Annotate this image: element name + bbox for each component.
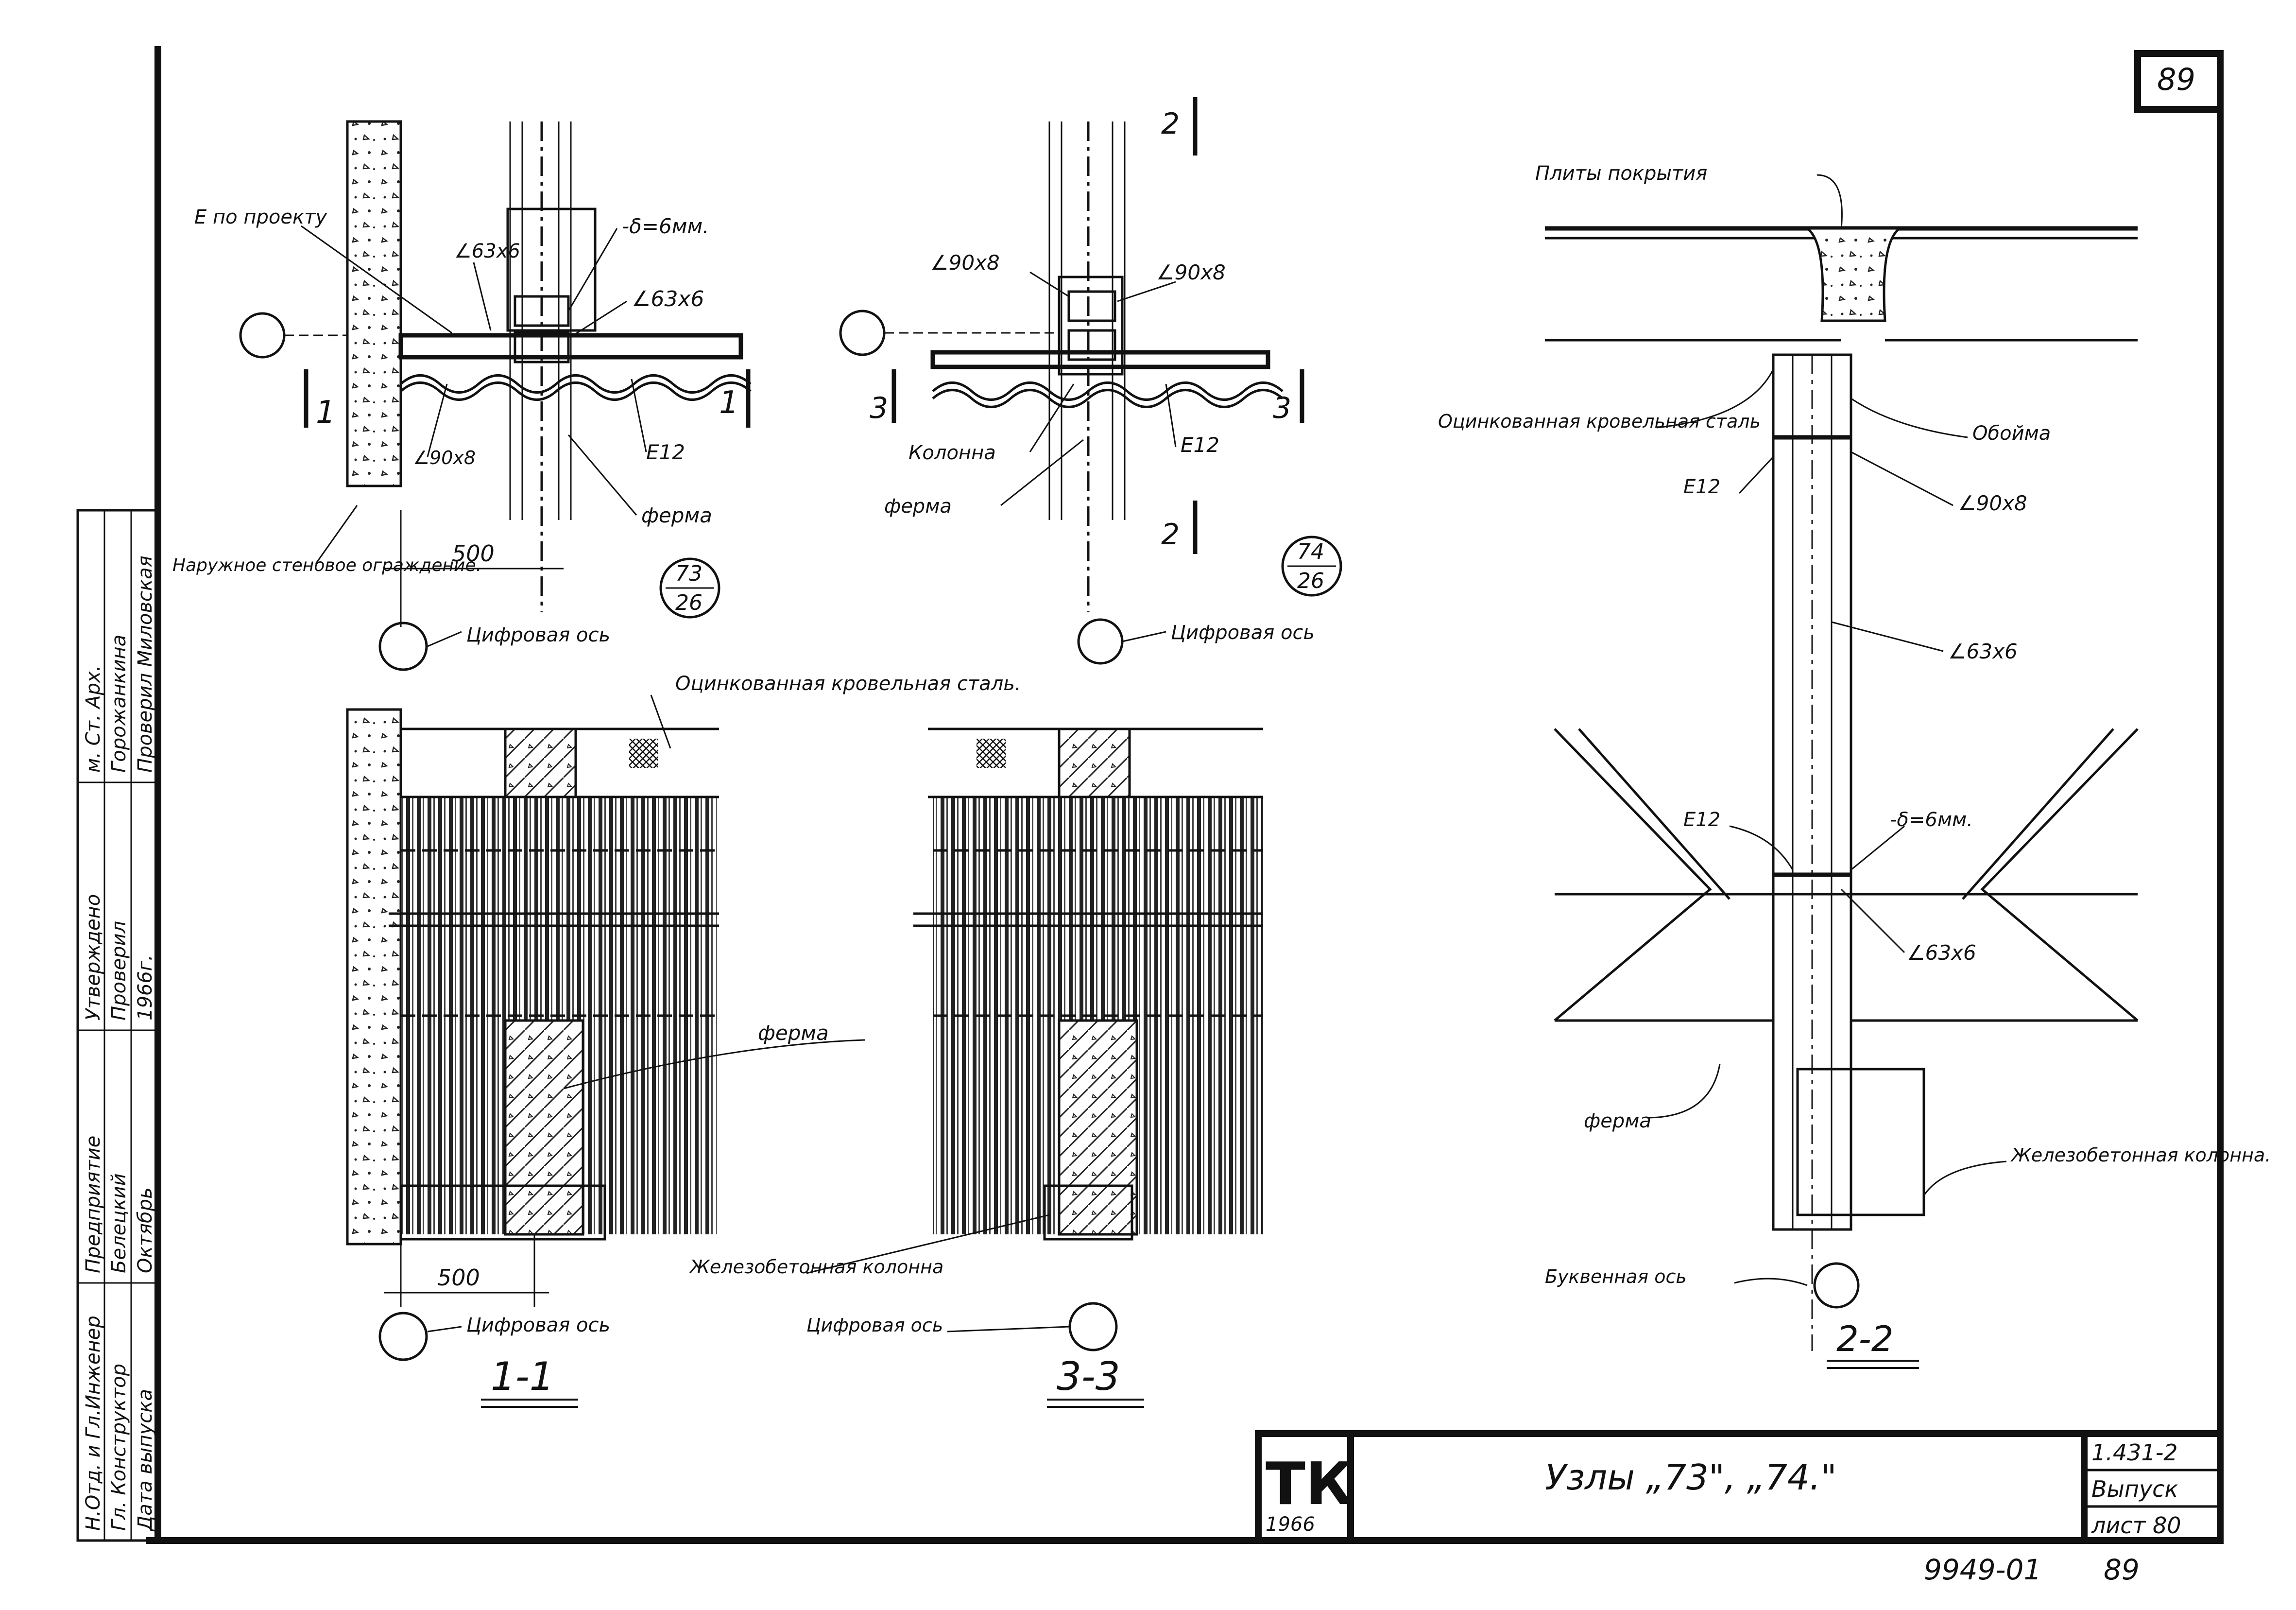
stamp-name-2: Белецкий [108, 1173, 130, 1273]
v33-title: 3-3 [1057, 1354, 1120, 1399]
column-top-3 [1058, 727, 1131, 798]
column-section [504, 1019, 584, 1236]
wall-section [346, 708, 402, 1246]
v11-dimension: 500 [437, 1264, 480, 1291]
v74-label-angle-right: ∠90х8 [1156, 260, 1226, 284]
v22-label-truss: ферма [1584, 1110, 1651, 1132]
v73-label-channel: Е12 [646, 440, 685, 464]
title-issue: Выпуск [2091, 1476, 2178, 1502]
view-1-1: 500 Цифровая ось 1-1 Оцинкованная кровел… [346, 673, 1021, 1408]
v74-node-number: 74 [1297, 539, 1324, 564]
stamp-sign-2: Проверил [108, 921, 130, 1021]
v74-label-angle-left: ∠90х8 [930, 251, 1000, 275]
title-sheet: лист 80 [2091, 1512, 2181, 1539]
v22-label-channel-mid: Е12 [1683, 809, 1720, 831]
v73-label-angle-b: ∠63х6 [632, 287, 704, 312]
v22-label-angle-b: ∠63х6 [1948, 640, 2018, 663]
v73-label-angle-c: ∠90х8 [413, 447, 476, 468]
v73-cut-right: 1 [719, 385, 739, 421]
v73-label-angle-a: ∠63х6 [454, 240, 520, 262]
v22-label-slabs: Плиты покрытия [1535, 162, 1707, 185]
v73-label-truss: ферма [641, 503, 712, 527]
v74-label-truss: ферма [884, 495, 952, 518]
column-top [504, 727, 577, 798]
v73-axis: Цифровая ось [466, 624, 610, 646]
v22-axis: Буквенная ось [1545, 1266, 1687, 1287]
v73-label-wall: Наружное стеновое ограждение. [172, 555, 481, 575]
stamp-role-1: Н.Отд. и Гл.Инженер [82, 1316, 104, 1531]
v74-label-column: Колонна [908, 442, 996, 464]
v22-label-rc-column: Железобетонная колонна. [2010, 1144, 2271, 1166]
stamp-number: 9949-01 [1924, 1553, 2041, 1586]
title-series: 1.431-2 [2091, 1439, 2178, 1466]
view-3-3: 3-3 Железобетонная колонна Цифровая ось [689, 727, 1263, 1408]
outer-wall [346, 120, 402, 487]
title-block: ТК 1966 Узлы „73", „74." 1.431-2 Выпуск … [1255, 1430, 2224, 1586]
v74-cut-left: 3 [870, 391, 888, 425]
v11-label-roof-steel: Оцинкованная кровельная сталь. [675, 673, 1021, 695]
side-stamp: Н.Отд. и Гл.Инженер Предприятие Утвержде… [76, 509, 159, 1542]
stamp-name-3: Октябрь [134, 1187, 156, 1273]
v73-cut-left: 1 [316, 395, 336, 431]
v33-label-rc-column: Железобетонная колонна [689, 1256, 943, 1278]
stamp-name-1: Предприятие [82, 1136, 104, 1273]
v74-cut-right: 3 [1273, 391, 1291, 425]
stamp-extra-1: м. Ст. Арх. [82, 665, 104, 773]
v22-label-angle-c: ∠63х6 [1907, 941, 1976, 965]
sheet-number-top: 89 [2157, 62, 2195, 97]
v33-axis: Цифровая ось [806, 1315, 943, 1336]
v73-node-number: 73 [675, 561, 703, 586]
v11-label-truss: ферма [758, 1021, 829, 1045]
stamp-sign-1: Утверждено [82, 894, 104, 1021]
v73-node-sheet: 26 [675, 590, 703, 615]
v22-label-cage: Обойма [1972, 422, 2051, 445]
view-2-2: 2-2 Плиты покрытия Оцинкованная кровельн… [1438, 162, 2271, 1369]
v74-node-sheet: 26 [1297, 569, 1324, 593]
stamp-extra-2: Горожанкина [108, 635, 130, 773]
v73-dimension: 500 [452, 540, 495, 567]
v74-cut-top: 2 [1161, 107, 1180, 141]
stamp-sign-3: 1966г. [134, 954, 156, 1021]
title-year: 1966 [1266, 1513, 1315, 1536]
stamp-extra-3: Проверил Миловская [134, 555, 156, 773]
v74-cut-bottom: 2 [1161, 518, 1180, 552]
stamp-page: 89 [2104, 1553, 2140, 1586]
view-73: 500 1 1 73 26 Е по проекту ∠63х6 -δ=6мм.… [172, 120, 752, 671]
v11-title: 1-1 [491, 1354, 554, 1399]
v22-label-roof-steel: Оцинкованная кровельная сталь [1438, 411, 1761, 432]
v22-label-channel-top: Е12 [1683, 476, 1720, 498]
stamp-role-2: Гл. Конструктор [108, 1364, 130, 1531]
v22-label-plate: -δ=6мм. [1890, 809, 1973, 831]
v22-title: 2-2 [1836, 1318, 1894, 1359]
view-74: 3 3 2 2 74 26 ∠90х8 ∠90х8 Колонна ферма … [839, 97, 1342, 665]
v74-label-channel: Е12 [1181, 433, 1219, 457]
stamp-role-3: Дата выпуска [134, 1389, 156, 1532]
column-section-3 [1058, 1019, 1138, 1236]
v74-axis: Цифровая ось [1171, 622, 1315, 644]
v73-label-channel-top: Е по проекту [194, 206, 327, 228]
v73-label-plate: -δ=6мм. [622, 214, 709, 238]
title-logo: ТК [1266, 1451, 1353, 1518]
v11-axis: Цифровая ось [466, 1314, 610, 1336]
title-text: Узлы „73", „74." [1545, 1457, 1837, 1498]
v22-label-angle-a: ∠90х8 [1958, 491, 2027, 515]
